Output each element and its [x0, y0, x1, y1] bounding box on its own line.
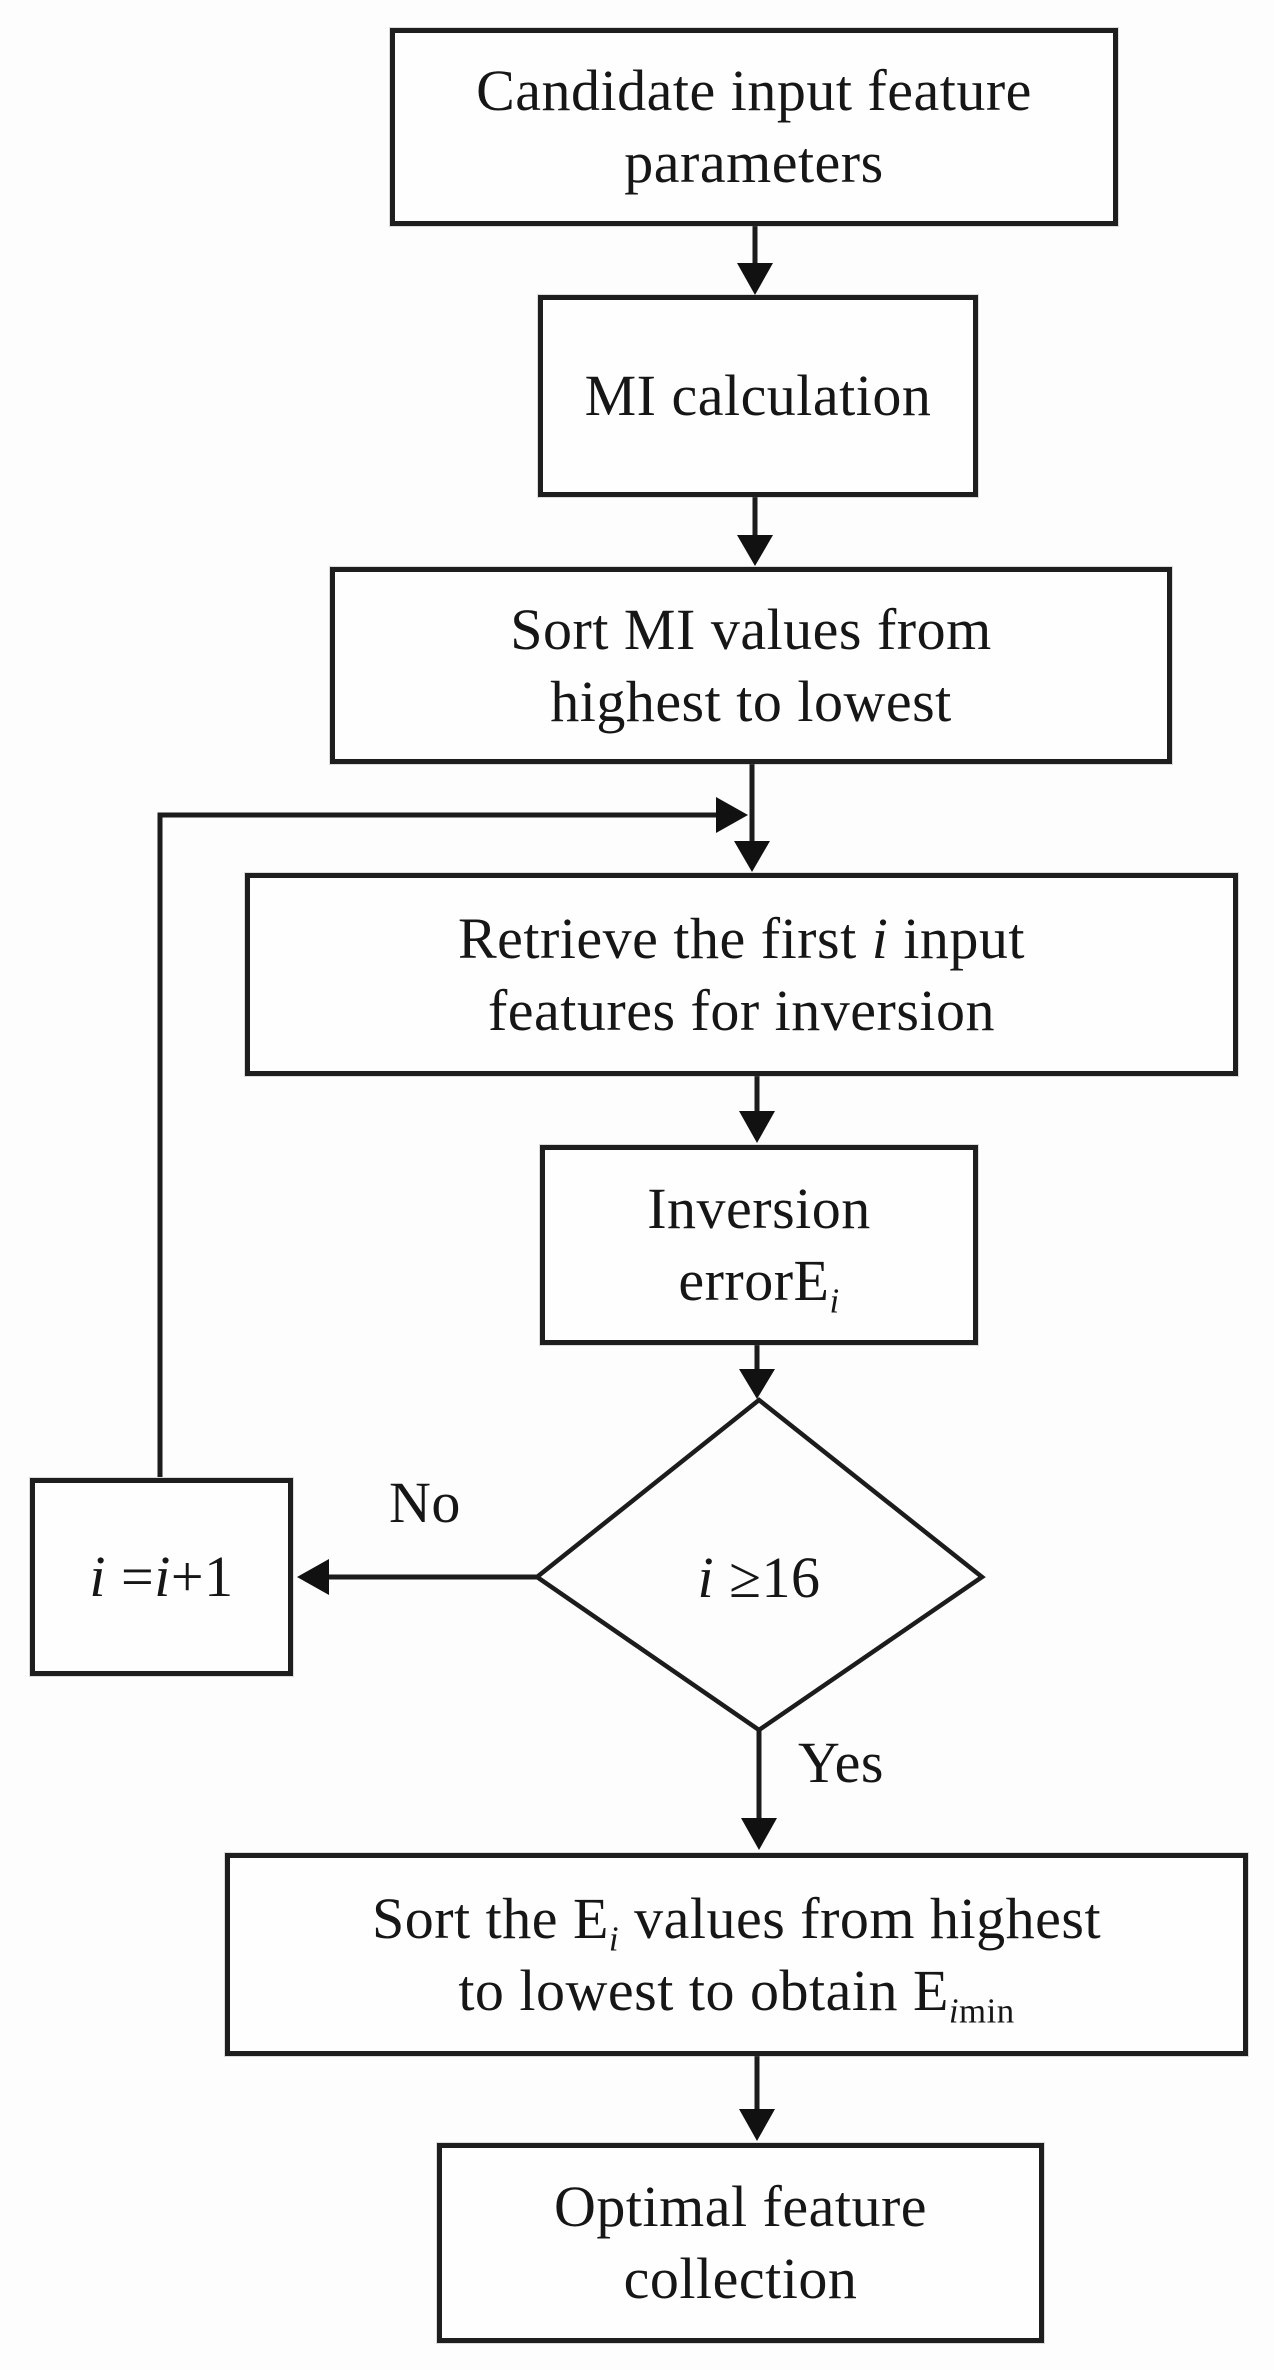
node-inversion-error-label: Inversion errorEi — [647, 1176, 871, 1321]
node-sort-mi: Sort MI values from highest to lowest — [330, 567, 1172, 764]
edge-candidate-to-mi — [737, 224, 773, 295]
arrowhead-down-icon — [739, 1369, 775, 1399]
node-mi-calculation: MI calculation — [538, 295, 978, 497]
node-optimal-collection: Optimal feature collection — [437, 2143, 1044, 2343]
arrowhead-down-icon — [741, 1818, 777, 1850]
arrowhead-down-icon — [739, 1111, 775, 1143]
node-sort-ei-label: Sort the Ei values from highest to lowes… — [371, 1885, 1102, 2031]
arrowhead-right-icon — [716, 797, 748, 833]
node-decision-label: i ≥16 — [697, 1545, 821, 1610]
node-inversion-error: Inversion errorEi — [540, 1145, 978, 1345]
node-optimal-collection-label: Optimal feature collection — [553, 2174, 928, 2311]
arrowhead-down-icon — [737, 263, 773, 295]
edge-inversion-to-decision — [739, 1343, 775, 1399]
edge-decision-no-to-increment — [297, 1559, 537, 1595]
node-sort-mi-label: Sort MI values from highest to lowest — [510, 596, 992, 734]
edge-increment-loopback — [157, 797, 748, 1477]
node-retrieve-features-label: Retrieve the first i input features for … — [457, 905, 1026, 1043]
node-increment-i-label: i =i+1 — [89, 1544, 234, 1609]
edge-sort-to-retrieve — [734, 762, 770, 872]
node-decision: i ≥16 — [587, 1538, 931, 1618]
edge-retrieve-to-inversion — [739, 1074, 775, 1143]
node-mi-calculation-label: MI calculation — [584, 363, 932, 428]
edge-sortei-to-optimal — [739, 2054, 775, 2141]
arrowhead-down-icon — [737, 535, 773, 566]
node-retrieve-features: Retrieve the first i input features for … — [245, 873, 1238, 1076]
arrowhead-left-icon — [297, 1559, 329, 1595]
edge-mi-to-sort — [737, 495, 773, 566]
edge-decision-yes-to-sortei — [741, 1728, 777, 1850]
arrowhead-down-icon — [739, 2109, 775, 2141]
branch-label-no: No — [389, 1470, 461, 1535]
arrowhead-down-icon — [734, 841, 770, 872]
node-candidate-input: Candidate input feature parameters — [390, 28, 1118, 226]
node-sort-ei: Sort the Ei values from highest to lowes… — [225, 1853, 1248, 2056]
node-candidate-input-label: Candidate input feature parameters — [476, 58, 1032, 195]
branch-label-yes: Yes — [798, 1730, 884, 1795]
node-increment-i: i =i+1 — [30, 1478, 293, 1676]
